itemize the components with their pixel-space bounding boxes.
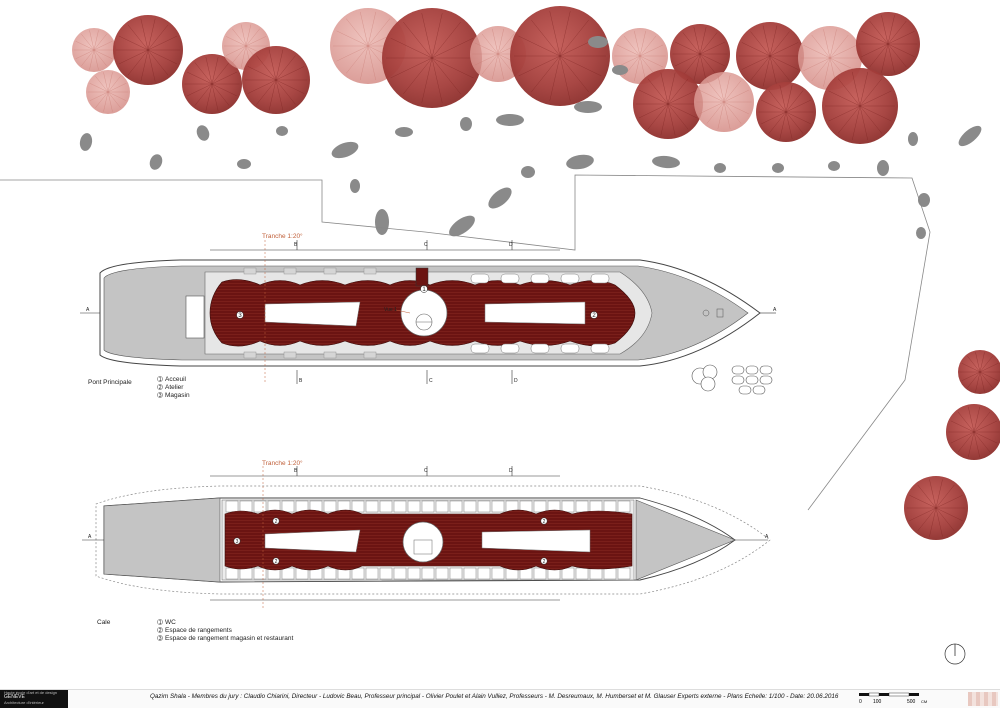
school-logo: Haute école d'art et de design GENÈVE Ar… [0, 690, 68, 708]
hold-room-2b: 2 [543, 519, 546, 525]
room-number-2: 2 [592, 313, 596, 319]
hold-legend-num-3: 3 [159, 636, 162, 642]
hold-room-2d: 2 [543, 559, 546, 565]
legend-num-2: 2 [159, 385, 162, 391]
title-block-footer: Haute école d'art et de design GENÈVE Ar… [0, 689, 1000, 708]
hold-legend: Cale 1 WC 2 Espace de rangements 3 Espac… [97, 619, 293, 642]
stepping-stone [331, 141, 359, 159]
stepping-stone [652, 155, 680, 169]
stepping-stone [714, 163, 726, 173]
main-deck-room-numbers: 1 3 2 [236, 285, 598, 319]
stepping-stone [566, 154, 594, 170]
stepping-stone [460, 117, 472, 131]
north-arrow-icon [944, 643, 966, 665]
stepping-stone [149, 154, 163, 170]
hold-room-numbers: 2 2 2 2 3 [233, 517, 548, 565]
main-deck-tranche-label: Tranche 1:20° [262, 232, 303, 240]
stepping-stone [958, 125, 982, 147]
section-marker-c-bottom: C [429, 378, 433, 384]
stepping-stone [496, 114, 524, 126]
stepping-stone [828, 161, 840, 171]
section-marker-a-left: A [86, 307, 90, 313]
hold-deck-plan: 2 2 2 2 3 A A Tranche 1:20° B C D [82, 459, 771, 610]
stepping-stone [612, 65, 628, 75]
scale-tick-500: 500 [907, 699, 916, 705]
section-marker-c-top: C [424, 242, 428, 248]
site-lines [0, 174, 931, 511]
stepping-stone [877, 160, 889, 176]
logo-line-3: Architecture d'intérieur [4, 700, 44, 705]
hold-section-d: D [509, 468, 513, 474]
scale-unit: CM [921, 699, 927, 704]
legend-num-3: 3 [159, 393, 162, 399]
hold-room-3: 3 [236, 539, 239, 545]
hold-section-a-right: A [765, 534, 769, 540]
scale-tick-100: 100 [873, 699, 882, 705]
stepping-stone [918, 193, 930, 207]
section-marker-d-top: D [509, 242, 513, 248]
hold-legend-num-2: 2 [159, 628, 162, 634]
stepping-stones-group [79, 36, 982, 239]
hold-section-c: C [424, 468, 428, 474]
hold-title: Cale [97, 619, 111, 626]
hold-tranche-label: Tranche 1:20° [262, 459, 303, 467]
stepping-stone [908, 132, 918, 146]
hold-legend-item-2: Espace de rangements [165, 627, 233, 634]
stepping-stone [79, 133, 93, 151]
stepping-stone [350, 179, 360, 193]
scale-tick-0: 0 [859, 699, 862, 705]
credits-text: Qazim Shala - Membres du jury : Claudio … [150, 693, 839, 700]
section-marker-d-bottom: D [514, 378, 518, 384]
stepping-stone [916, 227, 926, 239]
logo-line-1: Haute école d'art et de design [4, 690, 58, 695]
stepping-stone [521, 166, 535, 178]
hold-room-2a: 2 [275, 519, 278, 525]
hold-dashed-outline [95, 485, 771, 595]
stepping-stone [237, 159, 251, 169]
logo-line-2: GENÈVE [4, 694, 25, 700]
main-deck-legend: Pont Principale 1 Acceuil 2 Atelier 3 Ma… [88, 376, 190, 399]
room-number-1: 1 [422, 287, 426, 293]
main-deck-seats [243, 267, 610, 359]
view-label: Vue 1 [384, 307, 397, 313]
stepping-stone [449, 215, 475, 237]
plan-drawing: 1 3 2 Vue 1 A A Tranche 1:20° B C D [0, 6, 1000, 665]
section-marker-b-bottom: B [299, 378, 303, 384]
hold-legend-item-1: WC [165, 619, 176, 626]
hold-room-2c: 2 [275, 559, 278, 565]
material-swatch [968, 692, 998, 706]
hold-legend-num-1: 1 [159, 620, 162, 626]
trees-group [72, 6, 1000, 540]
hold-legend-item-3: Espace de rangement magasin et restauran… [165, 635, 293, 642]
hold-storage-cabins [225, 500, 631, 580]
stepping-stone [588, 36, 608, 48]
hold-section-b: B [294, 468, 298, 474]
legend-num-1: 1 [159, 377, 162, 383]
stepping-stone [574, 101, 602, 113]
stepping-stone [375, 209, 389, 235]
hold-section-a-left: A [88, 534, 92, 540]
room-number-3: 3 [238, 313, 242, 319]
stepping-stone [196, 125, 210, 141]
stepping-stone [772, 163, 784, 173]
stepping-stone [276, 126, 288, 136]
main-deck-title: Pont Principale [88, 379, 132, 386]
scale-bar: 0 100 500 CM [859, 692, 927, 705]
life-rings [691, 364, 773, 395]
stepping-stone [395, 127, 413, 137]
stepping-stone [488, 187, 512, 209]
section-marker-b-top: B [294, 242, 298, 248]
section-marker-a-right: A [773, 307, 777, 313]
main-legend-item-2: Atelier [165, 384, 184, 391]
main-legend-item-1: Acceuil [165, 376, 187, 383]
main-legend-item-3: Magasin [165, 392, 190, 399]
main-deck-plan: 1 3 2 Vue 1 A A Tranche 1:20° B C D [80, 232, 777, 384]
